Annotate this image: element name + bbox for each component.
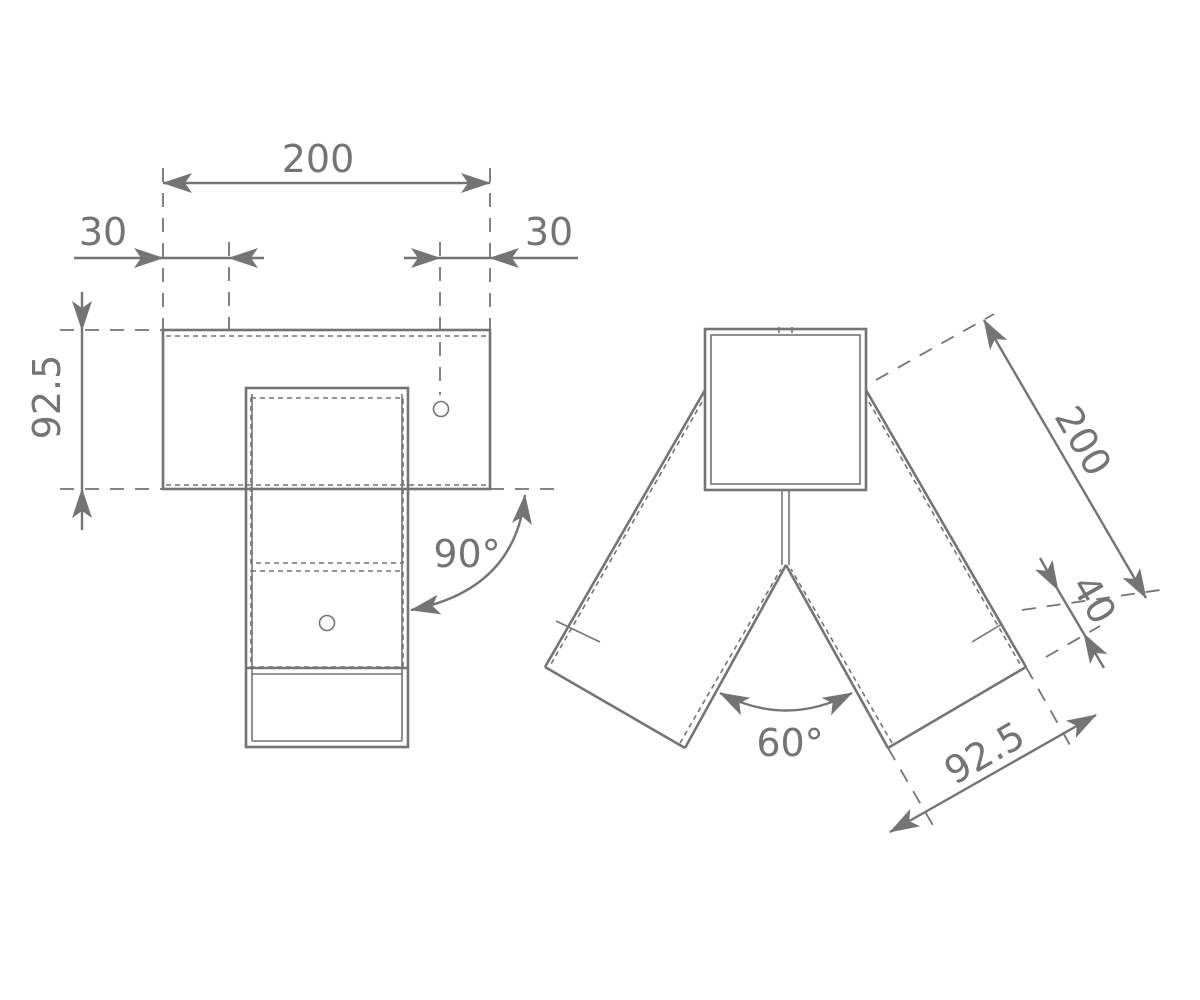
front-top-block [161, 328, 492, 491]
dimension-label-thickness: 40 [1063, 568, 1125, 632]
dimension-label-left-offset: 30 [79, 210, 127, 254]
angle-label-90: 90° [433, 532, 500, 576]
front-vertical-block [244, 386, 410, 749]
dimension-depth: 92.5 [889, 713, 1097, 834]
dimension-right-offset: 30 [404, 210, 578, 268]
dimension-label-height: 92.5 [25, 355, 69, 440]
dimension-angle-90: 90° [410, 494, 532, 615]
hole-marker [432, 400, 450, 418]
dimension-left-offset: 30 [74, 210, 264, 268]
hole-marker [318, 614, 336, 632]
top-center-block [703, 327, 868, 492]
dimension-width: 200 [162, 137, 491, 193]
dimension-angle-60: 60° [719, 691, 853, 765]
top-left-leg [543, 389, 788, 750]
top-view: 200 40 92.5 60° [543, 313, 1161, 835]
dimension-height: 92.5 [25, 292, 92, 530]
dimension-label-width: 200 [282, 137, 355, 181]
top-right-leg [784, 389, 1028, 750]
front-view: 200 30 30 92.5 90° [25, 137, 578, 749]
front-extension-lines [60, 168, 560, 490]
dimension-label-length: 200 [1046, 399, 1120, 484]
angle-label-60: 60° [756, 721, 823, 765]
dimension-thickness: 40 [1035, 557, 1125, 669]
dimension-length: 200 [982, 319, 1148, 599]
dimension-label-depth: 92.5 [937, 713, 1032, 793]
dimension-label-right-offset: 30 [525, 210, 573, 254]
